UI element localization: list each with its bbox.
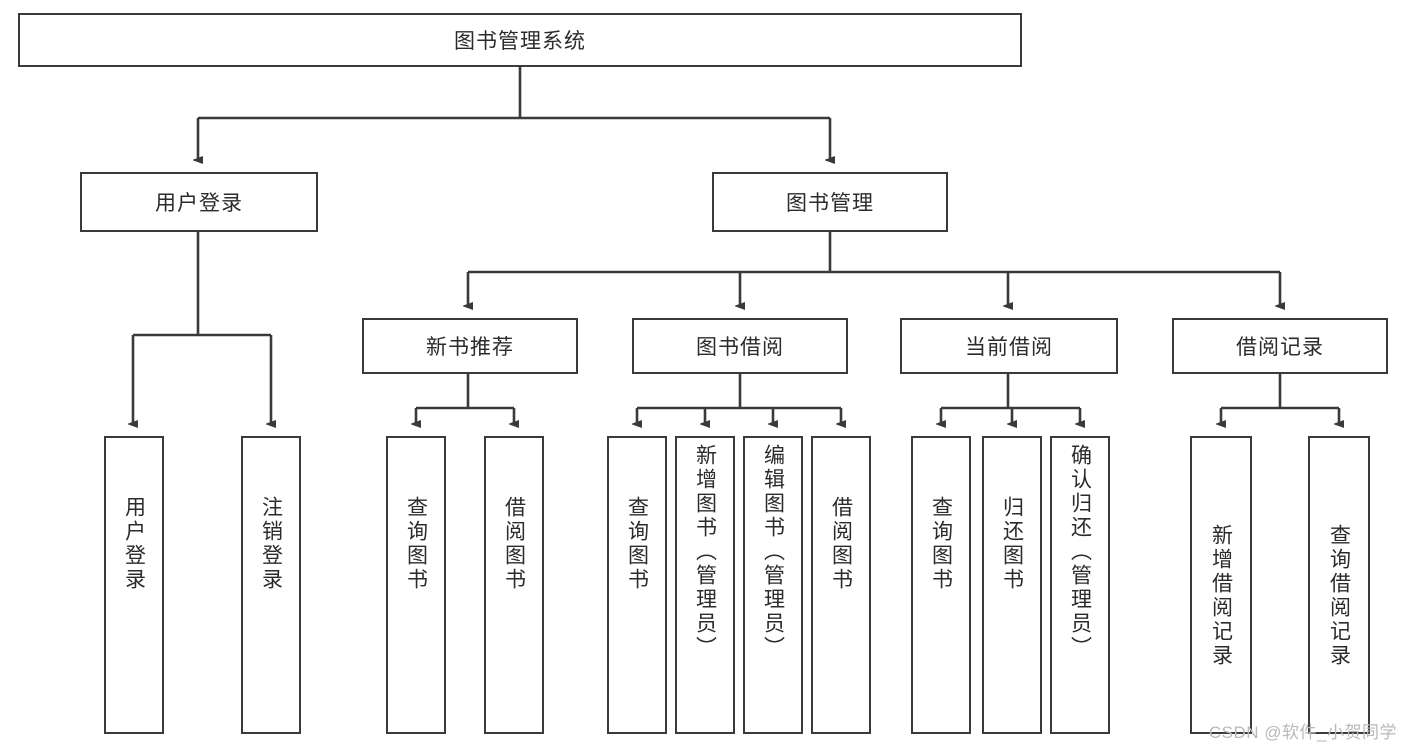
node-current-borrow[interactable]: 当前借阅	[900, 318, 1118, 374]
leaf-query-books-borrow-label: 查询图书	[625, 496, 649, 592]
node-current-borrow-label: 当前借阅	[965, 336, 1053, 359]
node-borrow-records[interactable]: 借阅记录	[1172, 318, 1388, 374]
leaf-user-login-label: 用户登录	[122, 496, 146, 592]
leaf-edit-book-admin-label: 编辑图书（管理员）	[761, 444, 785, 660]
leaf-query-books-current-label: 查询图书	[929, 496, 953, 592]
node-new-book-recommend-label: 新书推荐	[426, 336, 514, 359]
node-book-management-label: 图书管理	[786, 192, 874, 215]
leaf-borrow-books-borrow-label: 借阅图书	[829, 496, 853, 592]
node-root[interactable]: 图书管理系统	[18, 13, 1022, 67]
leaf-confirm-return-admin-label: 确认归还（管理员）	[1068, 444, 1092, 660]
leaf-add-book-admin[interactable]: 新增图书（管理员）	[675, 436, 735, 734]
leaf-query-books-current[interactable]: 查询图书	[911, 436, 971, 734]
node-user-login[interactable]: 用户登录	[80, 172, 318, 232]
leaf-edit-book-admin[interactable]: 编辑图书（管理员）	[743, 436, 803, 734]
node-user-login-label: 用户登录	[155, 192, 243, 215]
node-new-book-recommend[interactable]: 新书推荐	[362, 318, 578, 374]
leaf-query-borrow-record[interactable]: 查询借阅记录	[1308, 436, 1370, 734]
leaf-borrow-books-borrow[interactable]: 借阅图书	[811, 436, 871, 734]
leaf-logout-label: 注销登录	[259, 496, 283, 592]
leaf-query-borrow-record-label: 查询借阅记录	[1327, 524, 1351, 668]
leaf-query-books-new-label: 查询图书	[404, 496, 428, 592]
node-book-borrow-label: 图书借阅	[696, 336, 784, 359]
leaf-user-login[interactable]: 用户登录	[104, 436, 164, 734]
node-borrow-records-label: 借阅记录	[1236, 336, 1324, 359]
leaf-query-books-borrow[interactable]: 查询图书	[607, 436, 667, 734]
leaf-query-books-new[interactable]: 查询图书	[386, 436, 446, 734]
leaf-confirm-return-admin[interactable]: 确认归还（管理员）	[1050, 436, 1110, 734]
leaf-return-books-label: 归还图书	[1000, 496, 1024, 592]
leaf-add-borrow-record-label: 新增借阅记录	[1209, 524, 1233, 668]
csdn-watermark: CSDN @软件_小贺同学	[1208, 723, 1397, 742]
leaf-add-borrow-record[interactable]: 新增借阅记录	[1190, 436, 1252, 734]
leaf-return-books[interactable]: 归还图书	[982, 436, 1042, 734]
node-root-label: 图书管理系统	[454, 30, 586, 53]
node-book-borrow[interactable]: 图书借阅	[632, 318, 848, 374]
leaf-add-book-admin-label: 新增图书（管理员）	[693, 444, 717, 660]
node-book-management[interactable]: 图书管理	[712, 172, 948, 232]
leaf-logout[interactable]: 注销登录	[241, 436, 301, 734]
leaf-borrow-books-new-label: 借阅图书	[502, 496, 526, 592]
leaf-borrow-books-new[interactable]: 借阅图书	[484, 436, 544, 734]
